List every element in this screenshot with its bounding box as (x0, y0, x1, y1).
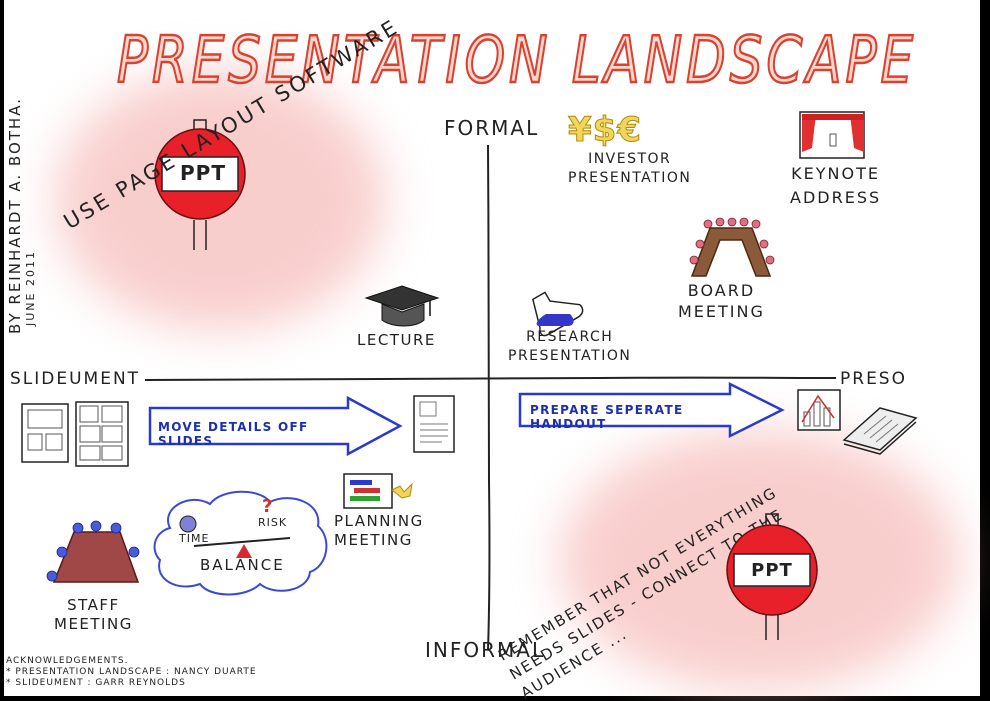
acknowledgements-heading: ACKNOWLEDGEMENTS. (6, 656, 129, 666)
page-title: PRESENTATION LANDSCAPE (117, 24, 917, 98)
chart-slide-icon (797, 389, 841, 431)
staff-table-icon (46, 520, 140, 583)
investor-presentation-label: INVESTOR PRESENTATION (568, 151, 692, 186)
move-details-arrow (148, 395, 403, 457)
acknowledgements-line-1: * PRESENTATION LANDSCAPE : NANCY DUARTE (6, 667, 257, 677)
ppt-sign-top-left (154, 119, 246, 250)
ppt-sign-top-left-label: PPT (180, 161, 226, 185)
frame-right-border (980, 0, 990, 701)
research-flask-icon (532, 291, 584, 337)
prepare-handout-arrow (518, 381, 785, 439)
frame-left-border (0, 0, 4, 701)
balance-label: BALANCE (200, 556, 285, 574)
balance-risk: RISK (258, 516, 288, 529)
frame-bottom-border (0, 696, 990, 701)
prepare-handout-text: PREPARE SEPERATE HANDOUT (530, 403, 684, 431)
investor-symbols: ¥$€ (568, 110, 642, 151)
planning-icon (343, 473, 413, 509)
move-details-text: MOVE DETAILS OFF SLIDES (158, 420, 309, 448)
research-presentation-label: RESEARCH PRESENTATION (508, 329, 632, 364)
acknowledgements-line-2: * SLIDEUMENT : GARR REYNOLDS (6, 678, 186, 688)
handout-stack-icon (842, 407, 918, 455)
balance-cloud: ? (153, 490, 328, 596)
axis-slideument: SLIDEUMENT (10, 369, 141, 389)
balance-time: TIME (179, 532, 210, 545)
board-meeting-label: BOARD MEETING (678, 281, 765, 321)
graduation-cap-icon (364, 285, 440, 327)
board-table-icon (689, 217, 775, 277)
planning-meeting-label: PLANNING MEETING (334, 512, 424, 549)
keynote-address-label: KEYNOTE ADDRESS (790, 164, 882, 207)
title-graphic: PRESENTATION LANDSCAPE (116, 23, 917, 100)
ppt-sign-bottom-right (726, 513, 818, 640)
ppt-sign-bottom-right-label: PPT (751, 560, 793, 581)
axis-informal: INFORMAL (425, 638, 546, 662)
keynote-stage-icon (799, 111, 865, 159)
axis-formal: FORMAL (444, 116, 540, 140)
svg-text:?: ? (262, 496, 272, 517)
staff-meeting-label: STAFF MEETING (54, 596, 133, 633)
document-icon (413, 395, 455, 453)
axis-preso: PRESO (840, 369, 907, 389)
lecture-label: LECTURE (357, 331, 436, 349)
acknowledgements: ACKNOWLEDGEMENTS. * PRESENTATION LANDSCA… (6, 656, 257, 689)
slideument-pages-icon (21, 401, 129, 467)
